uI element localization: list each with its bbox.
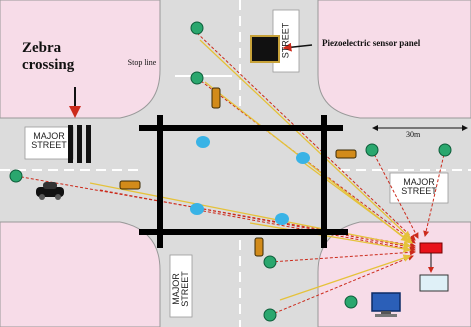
sidewalk-sw xyxy=(0,221,161,327)
street-label-south: MAJOR STREET xyxy=(171,271,190,307)
distance-label: 30m xyxy=(406,130,421,139)
controller-box-icon xyxy=(419,242,443,254)
sensor-panel-icon xyxy=(250,35,280,63)
signal-arrows-yellow xyxy=(89,39,414,301)
street-label-east: MAJOR STREET xyxy=(401,177,437,196)
sensor-pointer-arrow xyxy=(282,42,313,52)
node-icon xyxy=(9,21,452,322)
street-label-west: MAJOR STREET xyxy=(31,131,67,150)
sidewalk-ne xyxy=(317,0,471,119)
piezo-sensor-label: Piezoelectric sensor panel xyxy=(322,38,421,48)
sensor-dots xyxy=(190,136,310,225)
antenna-node-icon xyxy=(344,295,358,309)
zebra-crossing-label: Zebra crossing xyxy=(22,40,75,73)
car-icon xyxy=(36,182,64,200)
stop-line-label: Stop line xyxy=(127,58,157,67)
street-label-top: STREET xyxy=(280,22,291,59)
zebra-crossing xyxy=(68,125,91,163)
monitor-icon xyxy=(371,292,401,317)
sidewalk-nw xyxy=(0,0,161,119)
signal-display-icon xyxy=(419,274,449,292)
traffic-light-icon xyxy=(119,87,357,257)
intersection-box xyxy=(139,115,348,248)
